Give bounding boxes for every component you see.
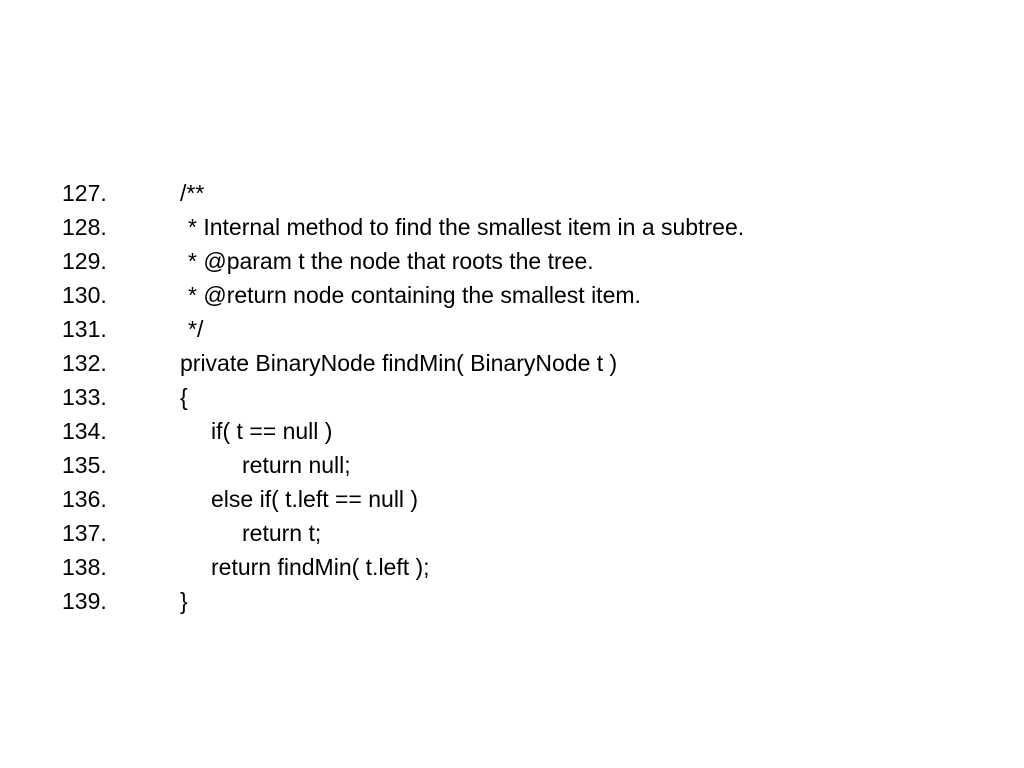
line-text: } (180, 588, 188, 614)
line-number: 127. (62, 180, 107, 206)
line-text: if( t == null ) (211, 418, 333, 444)
line-text: */ (188, 316, 204, 342)
code-line: 132. private BinaryNode findMin( BinaryN… (62, 346, 962, 380)
line-number: 132. (62, 350, 107, 376)
line-number: 131. (62, 316, 107, 342)
code-line: 137. return t; (62, 516, 962, 550)
code-line: 135. return null; (62, 448, 962, 482)
code-line: 136. else if( t.left == null ) (62, 482, 962, 516)
line-text: return t; (242, 520, 322, 546)
code-line: 138. return findMin( t.left ); (62, 550, 962, 584)
line-number: 133. (62, 384, 107, 410)
line-text: * @param t the node that roots the tree. (188, 248, 594, 274)
code-listing: 127. /** 128. * Internal method to find … (62, 176, 962, 618)
line-text: else if( t.left == null ) (211, 486, 419, 512)
line-text: private BinaryNode findMin( BinaryNode t… (180, 350, 618, 376)
line-text: return findMin( t.left ); (211, 554, 430, 580)
line-text: * Internal method to find the smallest i… (188, 214, 745, 240)
line-number: 130. (62, 282, 107, 308)
code-line: 127. /** (62, 176, 962, 210)
line-number: 134. (62, 418, 107, 444)
code-line: 128. * Internal method to find the small… (62, 210, 962, 244)
code-line: 139. } (62, 584, 962, 618)
line-number: 137. (62, 520, 107, 546)
line-number: 136. (62, 486, 107, 512)
code-line: 131. */ (62, 312, 962, 346)
code-line: 129. * @param t the node that roots the … (62, 244, 962, 278)
code-line: 133. { (62, 380, 962, 414)
line-number: 139. (62, 588, 107, 614)
line-number: 128. (62, 214, 107, 240)
line-number: 138. (62, 554, 107, 580)
line-text: * @return node containing the smallest i… (188, 282, 641, 308)
line-text: return null; (242, 452, 351, 478)
line-text: { (180, 384, 188, 410)
code-line: 130. * @return node containing the small… (62, 278, 962, 312)
code-line: 134. if( t == null ) (62, 414, 962, 448)
line-number: 129. (62, 248, 107, 274)
line-text: /** (180, 180, 205, 206)
line-number: 135. (62, 452, 107, 478)
